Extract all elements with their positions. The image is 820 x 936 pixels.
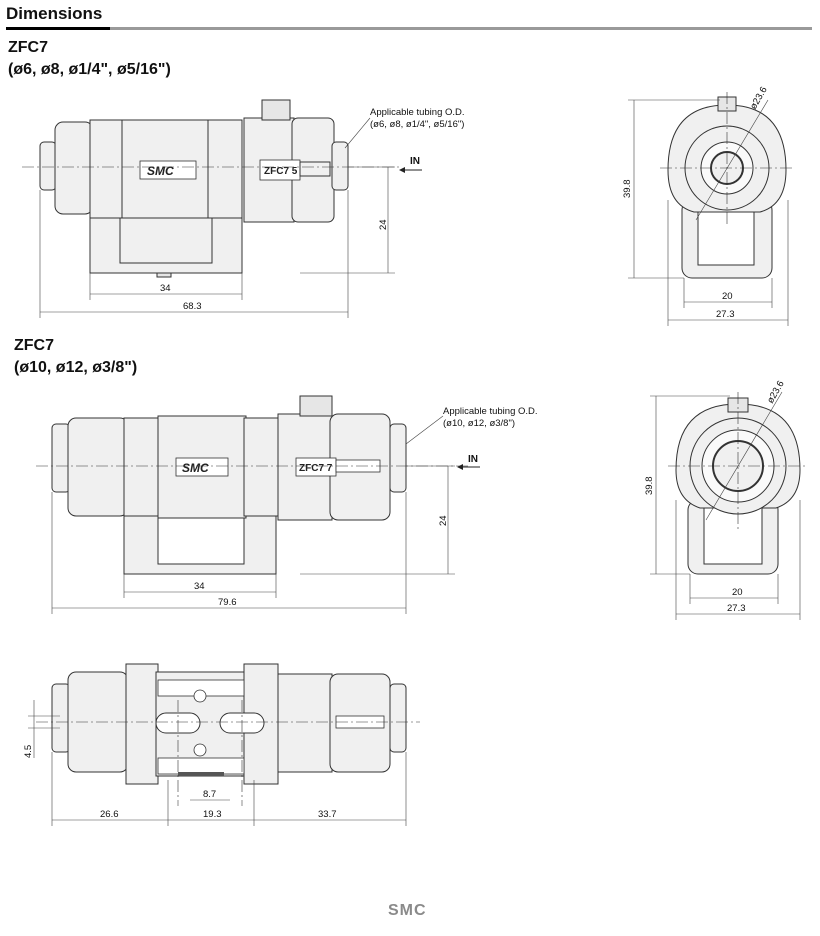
tubing-leader	[405, 415, 444, 445]
slot	[299, 161, 331, 177]
dim-39-8: 39.8	[644, 477, 655, 496]
left-fitting	[67, 417, 129, 517]
left-fitting-collar	[51, 423, 71, 493]
section1-front-view: SMC ZFC7 5 IN Applicable tubing O.D. (ø6…	[22, 99, 465, 318]
tubing-note-values: (ø6, ø8, ø1/4", ø5/16")	[370, 119, 464, 130]
dim-27-3: 27.3	[727, 603, 746, 614]
tubing-note-title: Applicable tubing O.D.	[443, 406, 538, 417]
side-bracket-opening	[697, 204, 755, 266]
section1-side-view: ø23.6 39.8 20 27.3	[622, 85, 794, 326]
model-label: ZFC7 5	[264, 166, 298, 177]
side-bracket-opening	[703, 505, 763, 565]
body-left-block	[89, 119, 125, 219]
mount-hole-bottom	[193, 743, 207, 757]
right-fitting-collar	[389, 683, 407, 753]
dim-20: 20	[732, 587, 743, 598]
left-fitting-collar	[51, 683, 71, 753]
dim-20: 20	[722, 291, 733, 302]
bracket-opening	[157, 511, 245, 565]
section2-front-view: SMC ZFC7 7 IN Applicable tubing O.D. (ø1…	[36, 395, 538, 614]
right-fitting-collar	[331, 141, 349, 191]
dim-27-3: 27.3	[716, 309, 735, 320]
dim-diameter: ø23.6	[748, 85, 770, 112]
dim-26-6: 26.6	[100, 809, 119, 820]
body-right-block	[207, 119, 243, 219]
title-rule-grey	[110, 27, 812, 30]
section2-side-view: ø23.6 39.8 20 27.3	[644, 379, 808, 620]
dim-68-3: 68.3	[183, 301, 202, 312]
dim-24: 24	[438, 515, 449, 526]
dim-34: 34	[194, 581, 205, 592]
tubing-note-title: Applicable tubing O.D.	[370, 107, 465, 118]
bracket-strip-bottom	[157, 757, 245, 775]
filter-clip	[261, 99, 291, 121]
body-right-block	[243, 417, 279, 517]
dim-diameter: ø23.6	[765, 379, 787, 406]
section1-model: ZFC7	[8, 39, 48, 56]
right-fitting-collar	[389, 423, 407, 493]
dim-79-6: 79.6	[218, 597, 237, 608]
section1-sizes: (ø6, ø8, ø1/4", ø5/16")	[8, 61, 171, 78]
knurl	[178, 772, 224, 776]
section2-model: ZFC7	[14, 337, 54, 354]
flow-label: IN	[468, 454, 478, 465]
mount-hole-top	[193, 689, 207, 703]
tubing-note-values: (ø10, ø12, ø3/8")	[443, 418, 515, 429]
left-fitting-collar	[39, 141, 57, 191]
flow-label: IN	[410, 156, 420, 167]
tubing-leader	[344, 117, 371, 149]
bracket-tab	[156, 272, 172, 278]
dim-4-5: 4.5	[23, 745, 34, 758]
page-title: Dimensions	[6, 4, 103, 23]
diameter-leader	[695, 99, 769, 221]
smc-logo-text: SMC	[182, 461, 209, 475]
dim-8-7: 8.7	[203, 789, 216, 800]
left-fitting	[54, 121, 94, 215]
smc-logo-text: SMC	[147, 164, 174, 178]
filter-clip	[299, 395, 333, 417]
dim-33-7: 33.7	[318, 809, 337, 820]
smc-logo-plate	[175, 457, 229, 477]
dim-39-8: 39.8	[622, 180, 633, 199]
smc-logo-plate	[139, 160, 197, 180]
section2-sizes: (ø10, ø12, ø3/8")	[14, 359, 138, 376]
section3-bottom-view: 4.5 8.7 26.6 19.3 33.7	[23, 663, 420, 826]
dim-19-3: 19.3	[203, 809, 222, 820]
dim-34: 34	[160, 283, 171, 294]
dim-24: 24	[378, 219, 389, 230]
bracket-left-wing	[125, 663, 159, 785]
body-left-block	[123, 417, 159, 517]
filter-housing	[277, 673, 333, 773]
footer-brand-logo: SMC	[388, 902, 427, 919]
diameter-leader	[705, 391, 783, 521]
model-label: ZFC7 7	[299, 463, 333, 474]
